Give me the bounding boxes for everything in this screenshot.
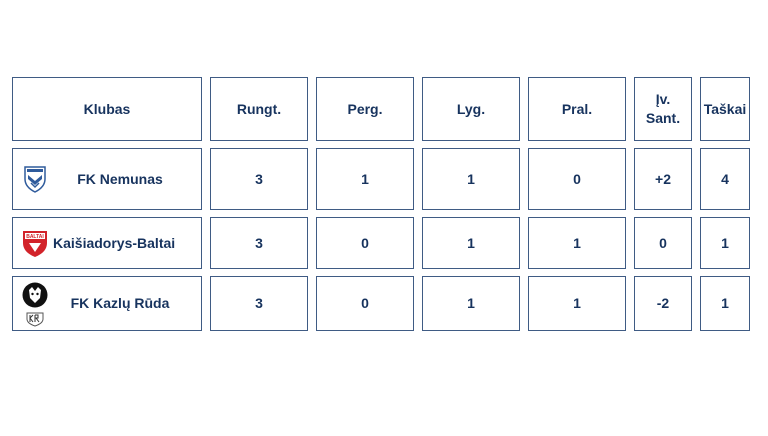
header-points: Taškai (700, 77, 750, 141)
cell-goal-diff: -2 (634, 276, 692, 331)
cell-played: 3 (210, 217, 308, 269)
cell-points: 1 (700, 276, 750, 331)
fk-nemunas-crest-icon (21, 164, 49, 194)
header-club: Klubas (12, 77, 202, 141)
club-name: FK Kazlų Rūda (70, 295, 170, 311)
standings-table: Klubas Rungt. Perg. Lyg. Pral. Įv. Sant.… (12, 77, 750, 331)
header-lost: Pral. (528, 77, 626, 141)
header-goal-diff-line1: Įv. (655, 91, 671, 107)
cell-points: 1 (700, 217, 750, 269)
cell-lost: 1 (528, 217, 626, 269)
cell-goal-diff: 0 (634, 217, 692, 269)
header-goal-diff: Įv. Sant. (634, 77, 692, 141)
cell-drawn: 1 (422, 276, 520, 331)
cell-won: 0 (316, 276, 414, 331)
baltai-crest-text: BALTAI (26, 234, 44, 240)
header-goal-diff-line2: Sant. (645, 110, 681, 126)
cell-won: 1 (316, 148, 414, 210)
cell-drawn: 1 (422, 217, 520, 269)
club-name: FK Nemunas (77, 170, 163, 187)
cell-played: 3 (210, 148, 308, 210)
cell-lost: 1 (528, 276, 626, 331)
cell-won: 0 (316, 217, 414, 269)
header-won: Perg. (316, 77, 414, 141)
cell-lost: 0 (528, 148, 626, 210)
cell-goal-diff: +2 (634, 148, 692, 210)
cell-played: 3 (210, 276, 308, 331)
table-row-club[interactable]: FK Nemunas (12, 148, 202, 210)
fk-kazlu-ruda-crest-icon (21, 281, 49, 327)
cell-drawn: 1 (422, 148, 520, 210)
table-row-club[interactable]: FK Kazlų Rūda (12, 276, 202, 331)
club-name: Kaišiadorys-Baltai (53, 234, 176, 251)
cell-points: 4 (700, 148, 750, 210)
header-drawn: Lyg. (422, 77, 520, 141)
header-played: Rungt. (210, 77, 308, 141)
baltai-crest-icon: BALTAI (21, 228, 49, 258)
table-row-club[interactable]: BALTAI Kaišiadorys-Baltai (12, 217, 202, 269)
